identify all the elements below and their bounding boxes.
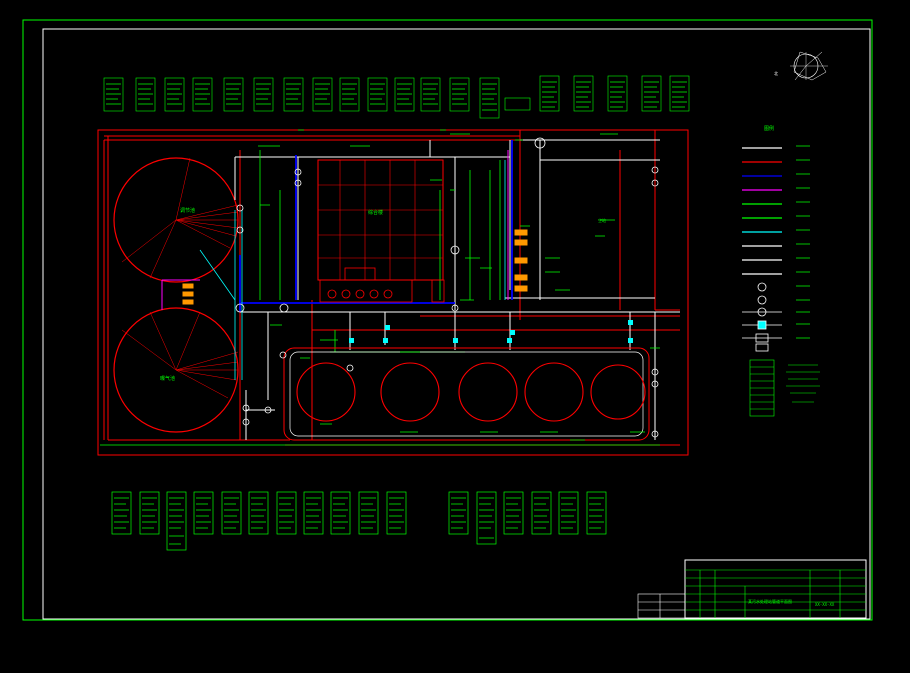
grid-building: 综合楼 — [317, 159, 444, 281]
legend-header: 图例 — [764, 125, 774, 132]
blower-row — [319, 267, 445, 303]
blue-pipe-runs — [239, 140, 513, 312]
valve-fittings — [235, 137, 659, 438]
small-tanks-row — [283, 347, 650, 441]
title-block: 某污水处理站管道平面图 XX-XX-XX — [637, 559, 867, 619]
pump-equipment-right — [514, 229, 528, 292]
drawing-outer-border — [22, 19, 873, 621]
cyan-valve-boxes — [349, 320, 633, 343]
north-arrow-icon: 北 — [774, 51, 828, 81]
cyan-pipe-runs — [199, 160, 506, 380]
drawing-inner-border — [42, 28, 871, 620]
north-label: 北 — [774, 70, 778, 76]
magenta-pipe-runs — [161, 150, 509, 310]
site-boundary — [97, 129, 689, 456]
title-block-title: 某污水处理站管道平面图 — [748, 598, 792, 604]
title-block-number: XX-XX-XX — [815, 602, 835, 607]
large-tank-south: 曝气池 — [113, 307, 239, 433]
top-notes-row — [103, 75, 690, 119]
pump-equipment-left — [182, 283, 194, 305]
legend: 图例 — [742, 125, 820, 417]
tank-label-1: 调节池 — [180, 207, 195, 214]
top-notes-text-lines — [106, 81, 687, 111]
large-tank-north: 调节池 — [113, 157, 239, 283]
tank-label-2: 曝气池 — [160, 375, 175, 382]
right-area-label: 空地 — [598, 217, 606, 223]
bottom-notes-text — [114, 497, 604, 545]
white-pipe-runs — [234, 139, 680, 440]
building-label: 综合楼 — [368, 209, 383, 216]
drawing-annotations — [258, 129, 660, 441]
bottom-notes-row — [111, 491, 607, 551]
